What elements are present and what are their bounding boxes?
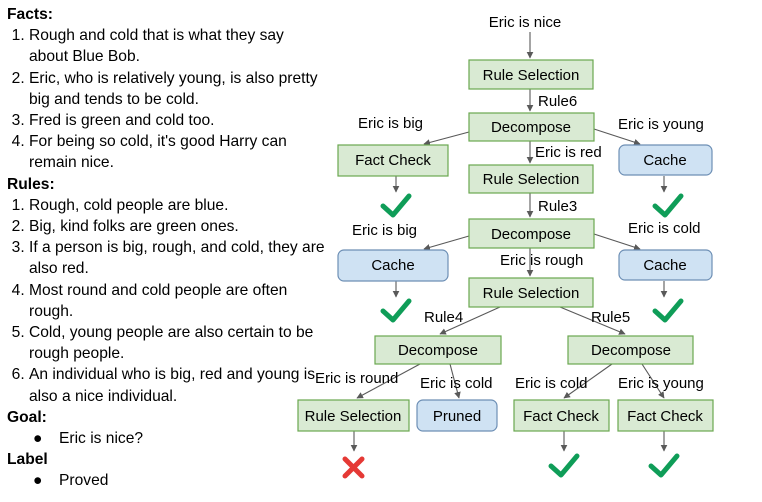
edge-dec4-fc3 xyxy=(641,363,665,399)
label-text: Proved xyxy=(59,472,109,490)
decompose-node-4 xyxy=(567,335,694,365)
check-icon xyxy=(548,453,580,478)
facts-heading: Facts: xyxy=(7,6,53,23)
cross-icon xyxy=(342,456,365,479)
cache-node-3 xyxy=(618,249,713,281)
edge-label-eric-is-young-1: Eric is young xyxy=(618,116,704,133)
decompose-node-4-label: Decompose xyxy=(591,342,671,359)
check-icon xyxy=(648,453,680,478)
rules-heading: Rules: xyxy=(7,175,55,193)
edge-label-eric-is-red: Eric is red xyxy=(535,144,602,161)
goal-item: ● Eric is nice? xyxy=(33,428,325,449)
edge-label-eric-is-cold-2: Eric is cold xyxy=(420,375,493,392)
fact-check-node-1-label: Fact Check xyxy=(355,152,431,169)
fact-check-node-1 xyxy=(337,144,449,177)
check-icon xyxy=(652,298,684,323)
rules-list: Rough, cold people are blue. Big, kind f… xyxy=(7,195,325,407)
edge-dec4-fc2 xyxy=(563,363,613,399)
fact-check-node-2-label: Fact Check xyxy=(523,408,599,425)
facts-list: Rough and cold that is what they say abo… xyxy=(7,25,325,173)
goal-text: Eric is nice? xyxy=(59,430,144,448)
decompose-node-3 xyxy=(374,335,502,365)
edge-dec2-cache3 xyxy=(593,233,641,251)
cache-node-1 xyxy=(618,144,713,176)
rule-selection-node-2-label: Rule Selection xyxy=(483,171,580,188)
edge-label-eric-is-cold-3: Eric is cold xyxy=(515,375,588,392)
rule-item: Rough, cold people are blue. xyxy=(29,195,325,216)
cache-node-1-label: Cache xyxy=(643,152,686,169)
pruned-node-label: Pruned xyxy=(433,408,481,425)
rule-item: Big, kind folks are green ones. xyxy=(29,216,325,237)
cache-node-2-label: Cache xyxy=(371,257,414,274)
edge-label-rule3: Rule3 xyxy=(538,198,577,215)
edge-label-eric-is-young-2: Eric is young xyxy=(618,375,704,392)
edge-dec2-cache2 xyxy=(423,235,470,251)
edge-dec3-pruned xyxy=(449,363,461,399)
rule-selection-node-3-label: Rule Selection xyxy=(483,285,580,302)
fact-check-node-3-label: Fact Check xyxy=(627,408,703,425)
rule-selection-node-2 xyxy=(468,164,594,194)
edge-rs3-dec4 xyxy=(559,306,626,335)
goal-list: ● Eric is nice? xyxy=(7,428,325,449)
cache-node-2 xyxy=(337,249,449,282)
label-item: ● Proved xyxy=(33,470,325,491)
cache-node-3-label: Cache xyxy=(643,257,686,274)
bullet-icon: ● xyxy=(33,472,43,490)
rule-selection-node-3 xyxy=(468,277,594,308)
edges xyxy=(350,32,668,452)
edge-label-eric-is-big-2: Eric is big xyxy=(352,222,417,239)
edge-label-rule5: Rule5 xyxy=(591,309,630,326)
decompose-node-2-label: Decompose xyxy=(491,226,571,243)
root-goal-label: Eric is nice xyxy=(489,14,562,31)
fact-item: For being so cold, it's good Harry can r… xyxy=(29,131,325,173)
fact-item: Rough and cold that is what they say abo… xyxy=(29,25,325,67)
rule-selection-node-4 xyxy=(297,399,410,432)
bullet-icon: ● xyxy=(33,430,43,448)
label-heading: Label xyxy=(7,451,48,469)
fact-item: Fred is green and cold too. xyxy=(29,110,325,131)
rule-item: An individual who is big, red and young … xyxy=(29,364,325,406)
edge-label-eric-is-cold-1: Eric is cold xyxy=(628,220,701,237)
edge-label-eric-is-round: Eric is round xyxy=(315,370,398,387)
problem-text-panel: Facts: Rough and cold that is what they … xyxy=(7,4,325,492)
fact-check-node-2 xyxy=(513,399,610,432)
edge-label-eric-is-rough: Eric is rough xyxy=(500,252,583,269)
decompose-node-2 xyxy=(468,218,595,249)
decompose-node-1 xyxy=(468,112,595,142)
fact-item: Eric, who is relatively young, is also p… xyxy=(29,68,325,110)
edge-dec3-rs4 xyxy=(356,363,421,399)
label-list: ● Proved xyxy=(7,470,325,491)
edge-dec1-cache1 xyxy=(593,128,641,146)
check-icon xyxy=(380,298,412,323)
edge-dec1-fc1 xyxy=(423,131,470,146)
check-icon xyxy=(380,193,412,218)
pruned-node xyxy=(416,399,498,432)
fact-check-node-3 xyxy=(617,399,714,432)
rule-selection-node-1-label: Rule Selection xyxy=(483,67,580,84)
rule-selection-node-4-label: Rule Selection xyxy=(305,408,402,425)
check-icon xyxy=(652,193,684,218)
rule-item: If a person is big, rough, and cold, the… xyxy=(29,237,325,279)
edge-label-rule6: Rule6 xyxy=(538,93,577,110)
edge-rs3-dec3 xyxy=(439,306,501,335)
rule-selection-node-1 xyxy=(468,59,594,90)
edge-label-eric-is-big-1: Eric is big xyxy=(358,115,423,132)
rule-item: Most round and cold people are often rou… xyxy=(29,280,325,322)
decompose-node-3-label: Decompose xyxy=(398,342,478,359)
edge-label-rule4: Rule4 xyxy=(424,309,463,326)
goal-heading: Goal: xyxy=(7,408,47,426)
decompose-node-1-label: Decompose xyxy=(491,119,571,136)
rule-item: Cold, young people are also certain to b… xyxy=(29,322,325,364)
